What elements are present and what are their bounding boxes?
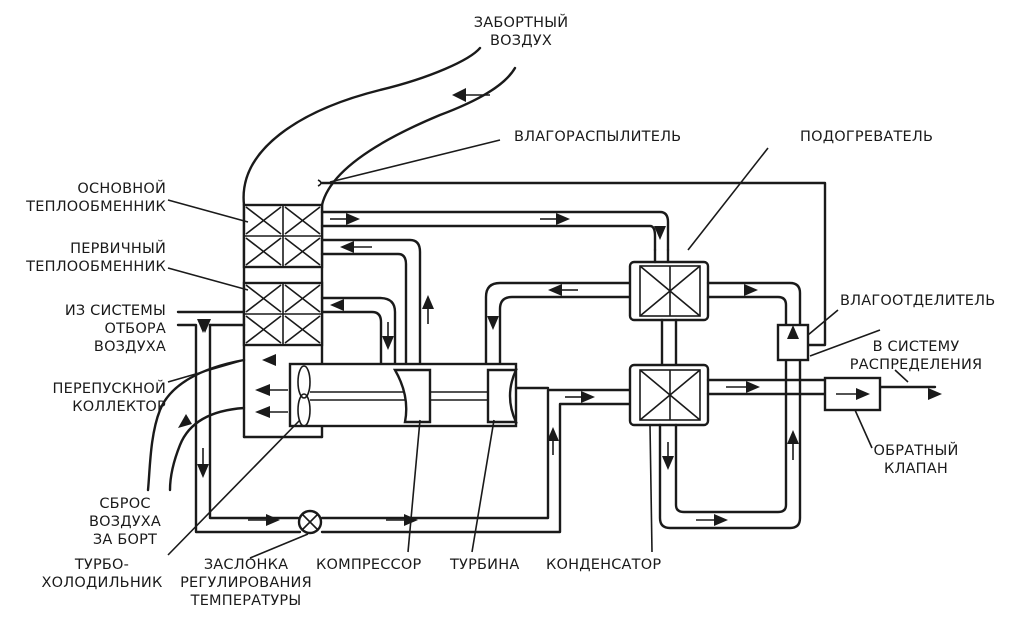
label-water-sprayer: ВЛАГОРАСПЫЛИТЕЛЬ [514,129,682,145]
primary-heat-exchanger [242,281,324,347]
condenser [628,363,710,427]
reheater-to-separator-pipe [706,281,802,327]
fan [297,365,311,427]
label-compressor: КОМПРЕССОР [316,557,422,573]
label-temperature-valve: ЗАСЛОНКА РЕГУЛИРОВАНИЯ ТЕМПЕРАТУРЫ [180,557,312,609]
label-water-separator: ВЛАГООТДЕЛИТЕЛЬ [840,293,996,309]
turbine [486,368,518,424]
label-check-valve: ОБРАТНЫЙ КЛАПАН [873,443,959,477]
flow-arrows [178,88,942,526]
label-condenser: КОНДЕНСАТОР [546,557,662,573]
label-main-heat-exchanger: ОСНОВНОЙ ТЕПЛООБМЕННИК [26,181,166,215]
leader-lines [167,139,909,559]
main-hx-to-reheater-pipe [320,210,670,252]
reheater [628,248,710,322]
label-turbo-cooler: ТУРБО- ХОЛОДИЛЬНИК [41,557,163,591]
label-turbine: ТУРБИНА [450,557,520,573]
shaft [310,391,492,401]
label-intake-air: ЗАБОРТНЫЙ ВОЗДУХ [473,15,569,49]
primary-hx-to-compressor-pipe [320,296,397,372]
water-sprayer-line [317,179,827,347]
main-heat-exchanger [242,203,324,269]
distribution-pipe [706,378,937,396]
label-bleed-air: ИЗ СИСТЕМЫ ОТБОРА ВОЗДУХА [64,303,166,355]
label-overboard-dump: СБРОС ВОЗДУХА ЗА БОРТ [88,496,162,548]
reheater-to-condenser-pipe [660,318,678,367]
label-to-distribution: В СИСТЕМУ РАСПРЕДЕЛЕНИЯ [849,339,983,373]
reheater-to-turbine-pipe [484,281,632,372]
compressor [392,368,432,424]
label-primary-heat-exchanger: ПЕРВИЧНЫЙ ТЕПЛООБМЕННИК [26,241,166,275]
label-bypass-manifold: ПЕРЕПУСКНОЙ КОЛЛЕКТОР [52,381,166,415]
condenser-loop-pipe [658,358,802,530]
temperature-valve [297,509,323,535]
label-reheater: ПОДОГРЕВАТЕЛЬ [800,129,934,145]
ram-air-duct [242,46,517,207]
compressor-to-main-hx-pipe [320,238,422,372]
